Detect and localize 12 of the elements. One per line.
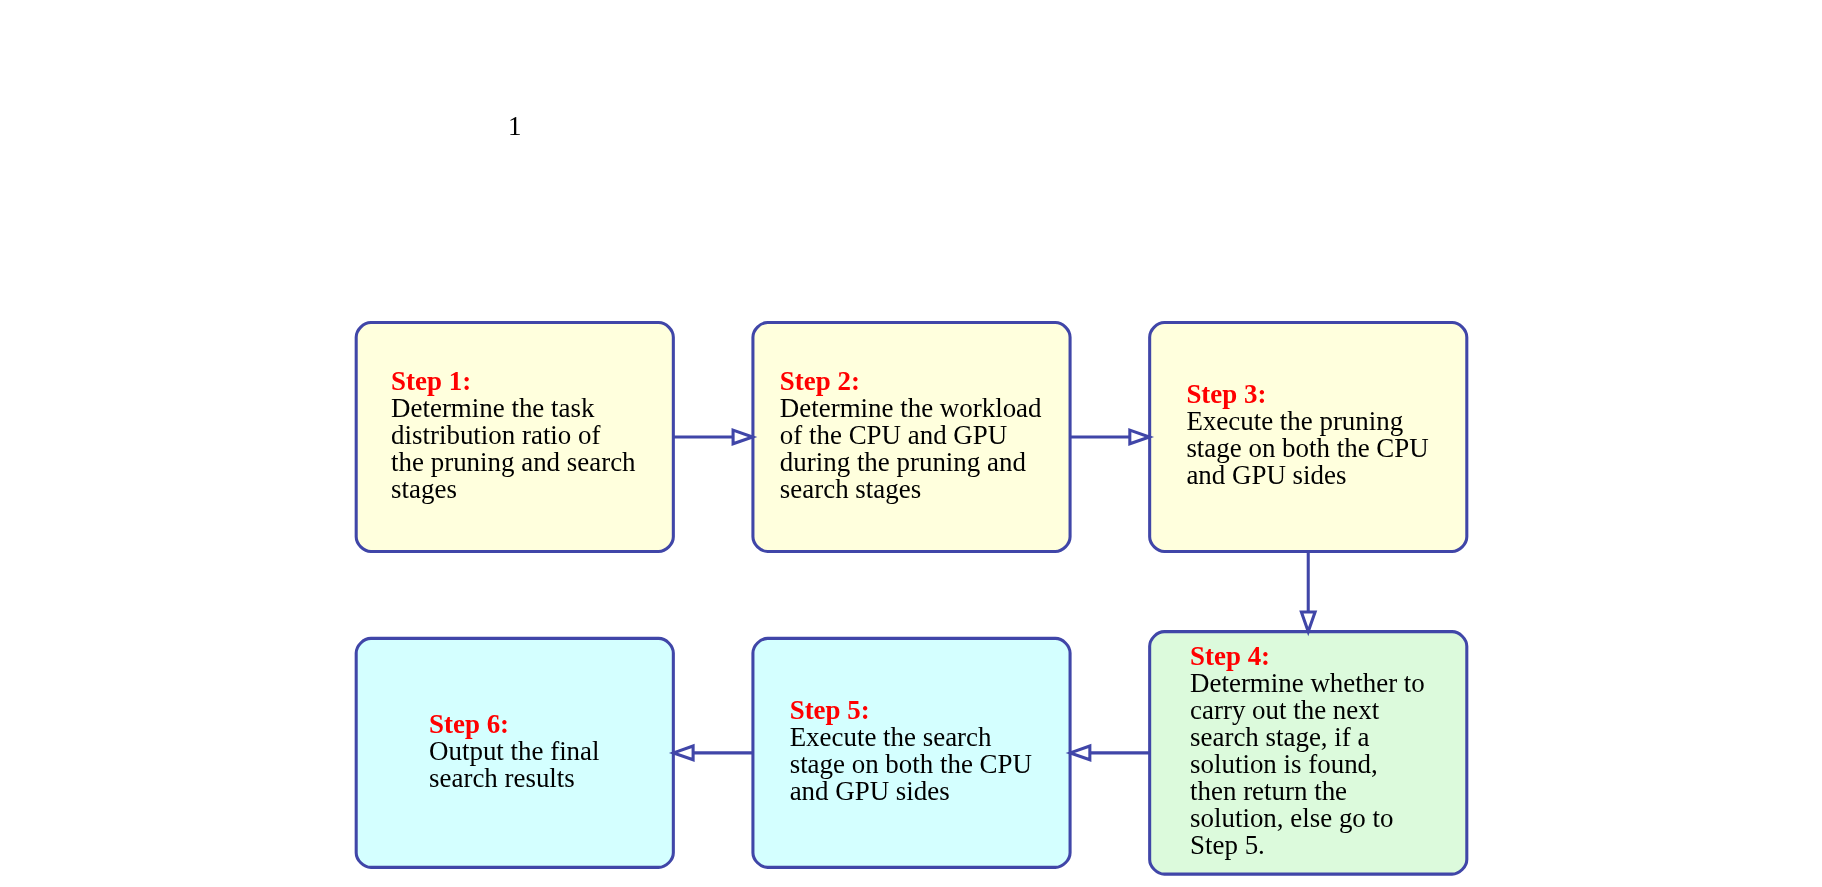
arrow (1065, 743, 1149, 762)
node-box: Step 1: Determine the task distribution ratio of the pruning and search stages (354, 320, 675, 553)
arrow (1298, 551, 1317, 636)
node-box: Step 6: Output the final search results (354, 636, 675, 869)
node-box: Step 3: Execute the pruning stage on both the CPU and GPU sides (1147, 320, 1468, 553)
node-box: Step 4: Determine whether to carry out the next search stage, if a solution is found, then return the solution, else go to Step 5. (1147, 629, 1468, 876)
arrow (1069, 427, 1154, 446)
label: 1 (507, 110, 521, 141)
node-box: Step 5: Execute the search stage on both the CPU and GPU sides (750, 636, 1072, 869)
arrow (668, 743, 753, 762)
arrow (673, 427, 757, 446)
node-box: Step 2: Determine the workload of the CPU and GPU during the pruning and search stages (750, 320, 1072, 553)
